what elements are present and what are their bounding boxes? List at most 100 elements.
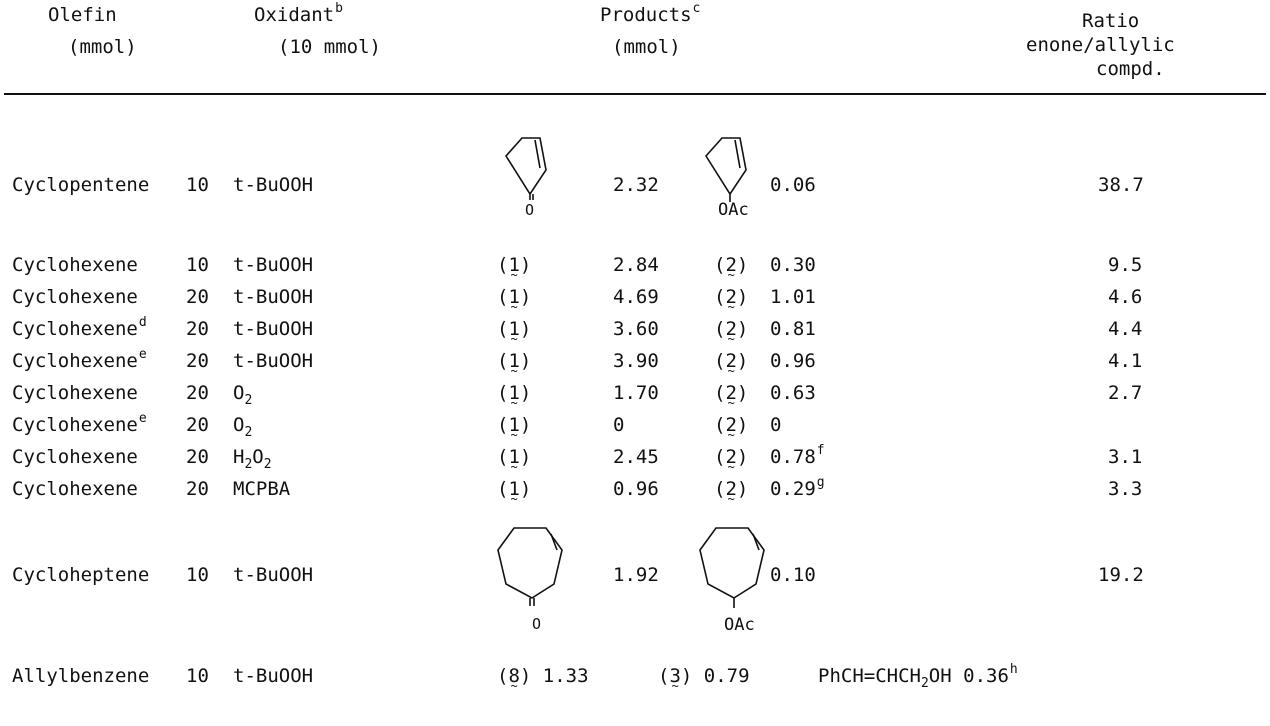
compound-number: 1 bbox=[508, 350, 520, 372]
compound-ref: 1~ bbox=[508, 384, 519, 410]
row-1-olefin-name: Cyclohexene bbox=[12, 254, 138, 276]
row-4-allylic-amt: 0.96 bbox=[770, 350, 816, 372]
header-olefin: Olefin bbox=[48, 4, 117, 26]
row-9-olefin: Cycloheptene bbox=[12, 564, 150, 586]
footnote-e: e bbox=[138, 411, 147, 426]
row-2-ratio: 4.6 bbox=[1108, 286, 1143, 308]
row-3-ratio: 4.4 bbox=[1108, 318, 1143, 340]
compound-number: 1 bbox=[508, 414, 520, 436]
row-0-ratio: 38.7 bbox=[1098, 174, 1144, 196]
compound-ref: 1~ bbox=[508, 254, 520, 282]
compound-ref: 2~ bbox=[725, 318, 737, 346]
compound-number: 2 bbox=[725, 446, 737, 468]
row-3-olefin-name: Cyclohexene bbox=[12, 318, 138, 340]
oxidant-h: H bbox=[233, 446, 245, 468]
row-9-mmol: 10 bbox=[186, 564, 209, 586]
compound-number: 2 bbox=[725, 254, 737, 276]
compound-number: 1 bbox=[508, 254, 520, 276]
row-2-olefin: Cyclohexene bbox=[12, 288, 138, 307]
oxidant-subscript: 2 bbox=[244, 393, 253, 408]
footnote-g: g bbox=[816, 475, 825, 490]
row-1-enone-amt: 2.84 bbox=[613, 254, 659, 276]
tilde-mark: ~ bbox=[510, 492, 518, 506]
tilde-mark: ~ bbox=[727, 460, 735, 474]
header-products-unit: (mmol) bbox=[612, 36, 681, 58]
compound-number: 2 bbox=[725, 382, 737, 404]
compound-number: 2 bbox=[725, 414, 737, 436]
row-9-oxidant: t-BuOOH bbox=[233, 564, 314, 586]
header-oxidant: Oxidantb bbox=[254, 2, 343, 26]
footnote-c: c bbox=[692, 1, 701, 16]
row-5-olefin: Cyclohexene bbox=[12, 384, 138, 403]
row-3-oxidant: t-BuOOH bbox=[233, 318, 314, 340]
compound-ref: 2~ bbox=[725, 478, 737, 506]
header-olefin-unit: (mmol) bbox=[68, 36, 137, 58]
row-1-olefin: Cyclohexene bbox=[12, 256, 138, 275]
tilde-mark: ~ bbox=[727, 332, 735, 346]
row-7-oxidant: H2O2 bbox=[233, 446, 272, 472]
row-1-allylic-ref: (2~) bbox=[714, 254, 749, 282]
row-6-allylic-ref: (2~) bbox=[714, 414, 749, 442]
row-10-olefin: Allylbenzene bbox=[12, 665, 150, 687]
row-6-olefin: Cyclohexenee bbox=[12, 412, 147, 435]
tilde-mark: ~ bbox=[510, 396, 518, 410]
tilde-mark: ~ bbox=[727, 428, 735, 442]
row-2-oxidant: t-BuOOH bbox=[233, 286, 314, 308]
footnote-b: b bbox=[335, 1, 343, 16]
row-4-olefin: Cyclohexenee bbox=[12, 348, 147, 372]
row-6-mmol: 20 bbox=[186, 414, 209, 436]
row-10-product-3: PhCH=CHCH2OH 0.36h bbox=[818, 663, 1018, 690]
cyclopentenone-structure-icon bbox=[505, 137, 547, 200]
oxidant-subscript: 2 bbox=[244, 457, 253, 472]
row-10-mmol: 10 bbox=[186, 665, 209, 687]
row-5-allylic-amt: 0.63 bbox=[770, 382, 816, 404]
allylic-amount: 0.29 bbox=[770, 478, 816, 500]
header-rule bbox=[4, 93, 1266, 95]
row-7-ratio: 3.1 bbox=[1108, 446, 1143, 468]
row-8-olefin-name: Cyclohexene bbox=[12, 478, 138, 500]
header-ratio-enone-allylic: enone/allylic bbox=[1026, 34, 1175, 56]
row-7-mmol: 20 bbox=[186, 446, 209, 468]
row-4-allylic-ref: (2~) bbox=[714, 350, 749, 378]
oxidant-subscript: 2 bbox=[244, 425, 253, 440]
tilde-mark: ~ bbox=[671, 679, 679, 693]
compound-ref: 2~ bbox=[725, 382, 737, 410]
row-4-oxidant: t-BuOOH bbox=[233, 350, 314, 372]
compound-ref: 2~ bbox=[725, 254, 737, 282]
footnote-f: f bbox=[816, 443, 825, 458]
footnote-d: d bbox=[138, 315, 147, 330]
compound-number: 2 bbox=[725, 318, 737, 340]
row-10-product-1: (8~) 1.33 bbox=[497, 665, 589, 693]
row-3-allylic-amt: 0.81 bbox=[770, 318, 816, 340]
header-oxidant-label: Oxidant bbox=[254, 4, 335, 26]
row-1-mmol: 10 bbox=[186, 254, 209, 276]
row-6-enone-amt: 0 bbox=[613, 414, 625, 436]
footnote-h: h bbox=[1009, 662, 1018, 677]
compound-number: 2 bbox=[725, 478, 737, 500]
compound-ref: 1~ bbox=[508, 288, 519, 314]
row-3-allylic-ref: (2~) bbox=[714, 318, 749, 346]
compound-number: 1 bbox=[508, 446, 520, 468]
tilde-mark: ~ bbox=[510, 460, 518, 474]
compound-number: 8 bbox=[508, 665, 520, 687]
row-8-mmol: 20 bbox=[186, 478, 209, 500]
row-3-enone-amt: 3.60 bbox=[613, 318, 659, 340]
row-7-allylic-amt: 0.78f bbox=[770, 444, 825, 467]
cycloheptenone-oxygen-label: O bbox=[532, 615, 542, 633]
row-7-enone-amt: 2.45 bbox=[613, 446, 659, 468]
cyclopentenyl-acetate-structure-icon bbox=[705, 137, 747, 202]
row-9-ratio: 19.2 bbox=[1098, 564, 1144, 586]
tilde-mark: ~ bbox=[510, 300, 518, 314]
compound-number: 3 bbox=[669, 665, 681, 687]
tilde-mark: ~ bbox=[727, 364, 735, 378]
row-5-ratio: 2.7 bbox=[1108, 382, 1143, 404]
compound-ref: 3~ bbox=[669, 665, 681, 693]
row-4-olefin-name: Cyclohexene bbox=[12, 350, 138, 372]
compound-ref: 8~ bbox=[508, 665, 520, 693]
row-7-allylic-ref: (2~) bbox=[714, 446, 749, 474]
row-5-allylic-ref: (2~) bbox=[714, 382, 749, 410]
row-4-mmol: 20 bbox=[186, 350, 209, 372]
tilde-mark: ~ bbox=[727, 300, 735, 314]
header-ratio: Ratio bbox=[1082, 10, 1140, 32]
row-0-enone-amt: 2.32 bbox=[613, 174, 659, 196]
